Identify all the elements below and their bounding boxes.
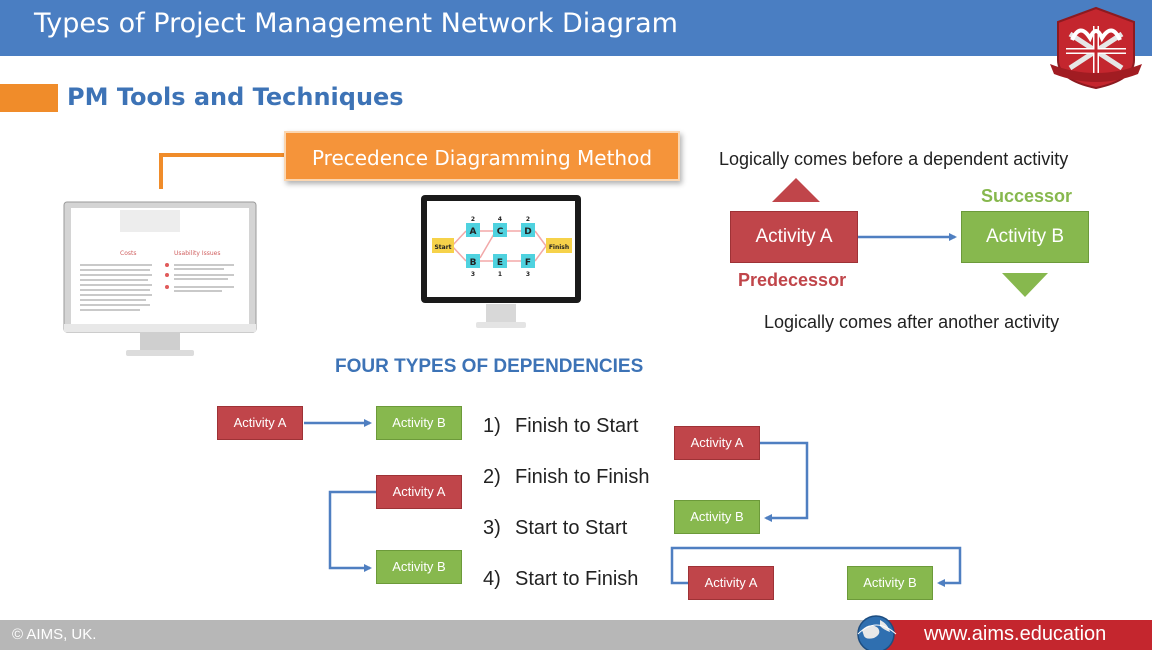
predecessor-label: Predecessor (738, 270, 847, 290)
node-c: C (497, 227, 504, 237)
fs-activity-b: Activity B (376, 406, 462, 440)
ff-activity-b: Activity B (674, 500, 760, 534)
aims-logo (1050, 6, 1142, 90)
pdm-connector (159, 153, 163, 189)
fs-activity-a: Activity A (217, 406, 303, 440)
dependency-label: Finish to Start (515, 415, 639, 437)
page-title: Types of Project Management Network Diag… (34, 8, 678, 39)
dependency-item-4: 4) Start to Finish (483, 568, 638, 591)
dependency-num: 4) (483, 568, 501, 590)
dependency-label: Finish to Finish (515, 466, 650, 488)
node-a: A (470, 227, 477, 237)
node-e: E (497, 258, 503, 268)
ss-activity-a: Activity A (376, 475, 462, 509)
dependency-num: 1) (483, 415, 501, 437)
duration-b: 3 (471, 271, 475, 278)
section-title: PM Tools and Techniques (67, 83, 404, 111)
dependency-item-2: 2) Finish to Finish (483, 466, 650, 489)
copyright-text: AIMS, UK. (26, 626, 97, 643)
duration-d: 2 (526, 216, 530, 223)
ff-activity-a: Activity A (674, 426, 760, 460)
finish-to-finish-arrow (760, 441, 809, 522)
duration-e: 1 (498, 271, 502, 278)
before-description: Logically comes before a dependent activ… (719, 149, 1069, 169)
node-d: D (524, 227, 531, 237)
start-to-start-arrow (328, 490, 376, 572)
node-finish: Finish (549, 244, 569, 251)
dependency-label: Start to Finish (515, 568, 639, 590)
sf-activity-b: Activity B (847, 566, 933, 600)
predecessor-up-arrow (772, 178, 820, 202)
duration-c: 4 (498, 216, 502, 223)
sf-activity-a: Activity A (688, 566, 774, 600)
monitor-col1-label: Costs (120, 250, 136, 257)
dependency-num: 3) (483, 517, 501, 539)
monitor-col2-label: Usability Issues (174, 250, 220, 257)
node-start: Start (434, 244, 451, 251)
duration-f: 3 (526, 271, 530, 278)
successor-down-arrow (1002, 273, 1048, 297)
section-marker (0, 84, 58, 112)
pdm-label-box: Precedence Diagramming Method (284, 131, 680, 181)
start-to-finish-arrow (670, 546, 962, 587)
node-f: F (525, 258, 531, 268)
duration-a: 2 (471, 216, 475, 223)
ss-activity-b: Activity B (376, 550, 462, 584)
footer-bar: © AIMS, UK. www.aims.education (0, 620, 1152, 650)
dependency-label: Start to Start (515, 517, 628, 539)
pdm-connector-horizontal (159, 153, 287, 157)
dependency-item-1: 1) Finish to Start (483, 415, 638, 438)
successor-activity-box: Activity B (961, 211, 1089, 263)
monitor-network-diagram: Start A C D B E F Finish 2 4 2 3 1 3 (421, 195, 581, 328)
successor-label: Successor (981, 186, 1073, 206)
dependency-num: 2) (483, 466, 501, 488)
dependency-item-3: 3) Start to Start (483, 517, 627, 540)
predecessor-activity-box: Activity A (730, 211, 858, 263)
header-bar: Types of Project Management Network Diag… (0, 0, 1152, 56)
footer-copyright: © AIMS, UK. (12, 626, 97, 643)
globe-icon (857, 615, 897, 650)
monitor-document: Costs Usability Issues (63, 201, 257, 356)
after-description: Logically comes after another activity (764, 312, 1060, 332)
footer-url: www.aims.education (924, 623, 1107, 645)
footer-url-banner (880, 620, 1152, 650)
dependencies-title: FOUR TYPES OF DEPENDENCIES (335, 356, 644, 377)
node-b: B (470, 258, 477, 268)
